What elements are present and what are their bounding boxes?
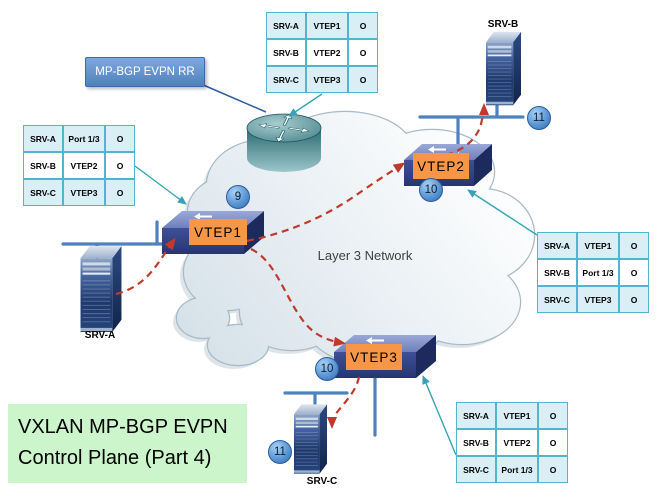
rr-callout-label: MP-BGP EVPN RR: [85, 57, 205, 87]
srv-a-label: SRV-A: [84, 330, 116, 341]
table-cell: O: [105, 152, 135, 179]
pointer-table-to-vtep2: [467, 189, 538, 236]
table-cell: O: [348, 12, 378, 39]
pointer-rrtable-to-router: [288, 93, 323, 117]
table-cell: SRV-C: [266, 66, 306, 93]
server-icon-srv-c: [294, 403, 327, 475]
step-badge-11-srvc: 11: [268, 440, 292, 464]
pointer-table-to-vtep1: [134, 165, 187, 205]
table-cell: VTEP3: [577, 286, 619, 313]
table-cell: O: [348, 66, 378, 93]
table-cell: SRV-A: [266, 12, 306, 39]
vtep1-mac-table: SRV-A Port 1/3 O SRV-B VTEP2 O SRV-C VTE…: [23, 125, 135, 206]
table-cell: O: [538, 456, 568, 483]
table-cell: O: [619, 286, 649, 313]
table-cell: SRV-B: [23, 152, 63, 179]
rr-callout-line: [200, 83, 267, 113]
tunnel-arrow-vtep1-to-vtep2: [246, 162, 406, 243]
vtep3-label: VTEP3: [346, 344, 402, 370]
lan-line-srv-c: [283, 376, 377, 437]
table-cell: VTEP3: [306, 66, 348, 93]
table-cell: O: [538, 429, 568, 456]
table-cell: SRV-C: [23, 179, 63, 206]
cloud-shape: [173, 110, 536, 369]
vtep2-mac-table: SRV-A VTEP1 O SRV-B Port 1/3 O SRV-C VTE…: [537, 232, 649, 313]
table-cell: VTEP2: [306, 39, 348, 66]
table-cell: Port 1/3: [577, 259, 619, 286]
cloud-label: Layer 3 Network: [317, 248, 413, 263]
vtep1-label: VTEP1: [189, 219, 247, 245]
table-cell: VTEP3: [63, 179, 105, 206]
tunnel-arrow-vtep1-to-vtep3: [250, 248, 346, 347]
server-icon-srv-a: [79, 246, 123, 332]
step-badge-9: 9: [226, 185, 250, 209]
table-cell: SRV-A: [23, 125, 63, 152]
srv-b-label: SRV-B: [487, 19, 519, 30]
table-cell: VTEP2: [496, 429, 538, 456]
diagram-title-line1: VXLAN MP-BGP EVPN: [18, 416, 228, 438]
table-cell: O: [619, 259, 649, 286]
srv-c-label: SRV-C: [306, 476, 338, 487]
table-cell: VTEP2: [63, 152, 105, 179]
tunnel-arrow-vtep2-to-srvb: [445, 103, 489, 157]
diagram-title: VXLAN MP-BGP EVPN Control Plane (Part 4): [8, 404, 247, 483]
table-cell: Port 1/3: [63, 125, 105, 152]
table-cell: VTEP1: [306, 12, 348, 39]
vtep2-label: VTEP2: [413, 153, 469, 179]
step-badge-11-srvb: 11: [527, 106, 551, 130]
tunnel-arrow-vtep3-to-srvc: [327, 376, 361, 429]
server-icon-srv-b: [486, 31, 521, 106]
table-cell: SRV-C: [537, 286, 577, 313]
step-badge-10-vtep3: 10: [315, 357, 339, 381]
table-cell: SRV-A: [537, 232, 577, 259]
pointer-table-to-vtep3: [422, 375, 457, 456]
table-cell: SRV-B: [266, 39, 306, 66]
table-cell: SRV-C: [456, 456, 496, 483]
table-cell: O: [619, 232, 649, 259]
table-cell: SRV-B: [537, 259, 577, 286]
table-cell: O: [105, 179, 135, 206]
diagram-title-line2: Control Plane (Part 4): [18, 447, 212, 469]
table-cell: VTEP1: [496, 402, 538, 429]
router-icon: [246, 113, 322, 172]
step-badge-10-vtep2: 10: [419, 178, 443, 202]
table-cell: O: [348, 39, 378, 66]
rr-mac-table: SRV-A VTEP1 O SRV-B VTEP2 O SRV-C VTEP3 …: [266, 12, 378, 93]
table-cell: SRV-A: [456, 402, 496, 429]
table-cell: O: [105, 125, 135, 152]
table-cell: Port 1/3: [496, 456, 538, 483]
table-cell: VTEP1: [577, 232, 619, 259]
tunnel-arrow-srva-to-vtep1: [115, 237, 176, 296]
vtep3-mac-table: SRV-A VTEP1 O SRV-B VTEP2 O SRV-C Port 1…: [456, 402, 568, 483]
table-cell: SRV-B: [456, 429, 496, 456]
table-cell: O: [538, 402, 568, 429]
